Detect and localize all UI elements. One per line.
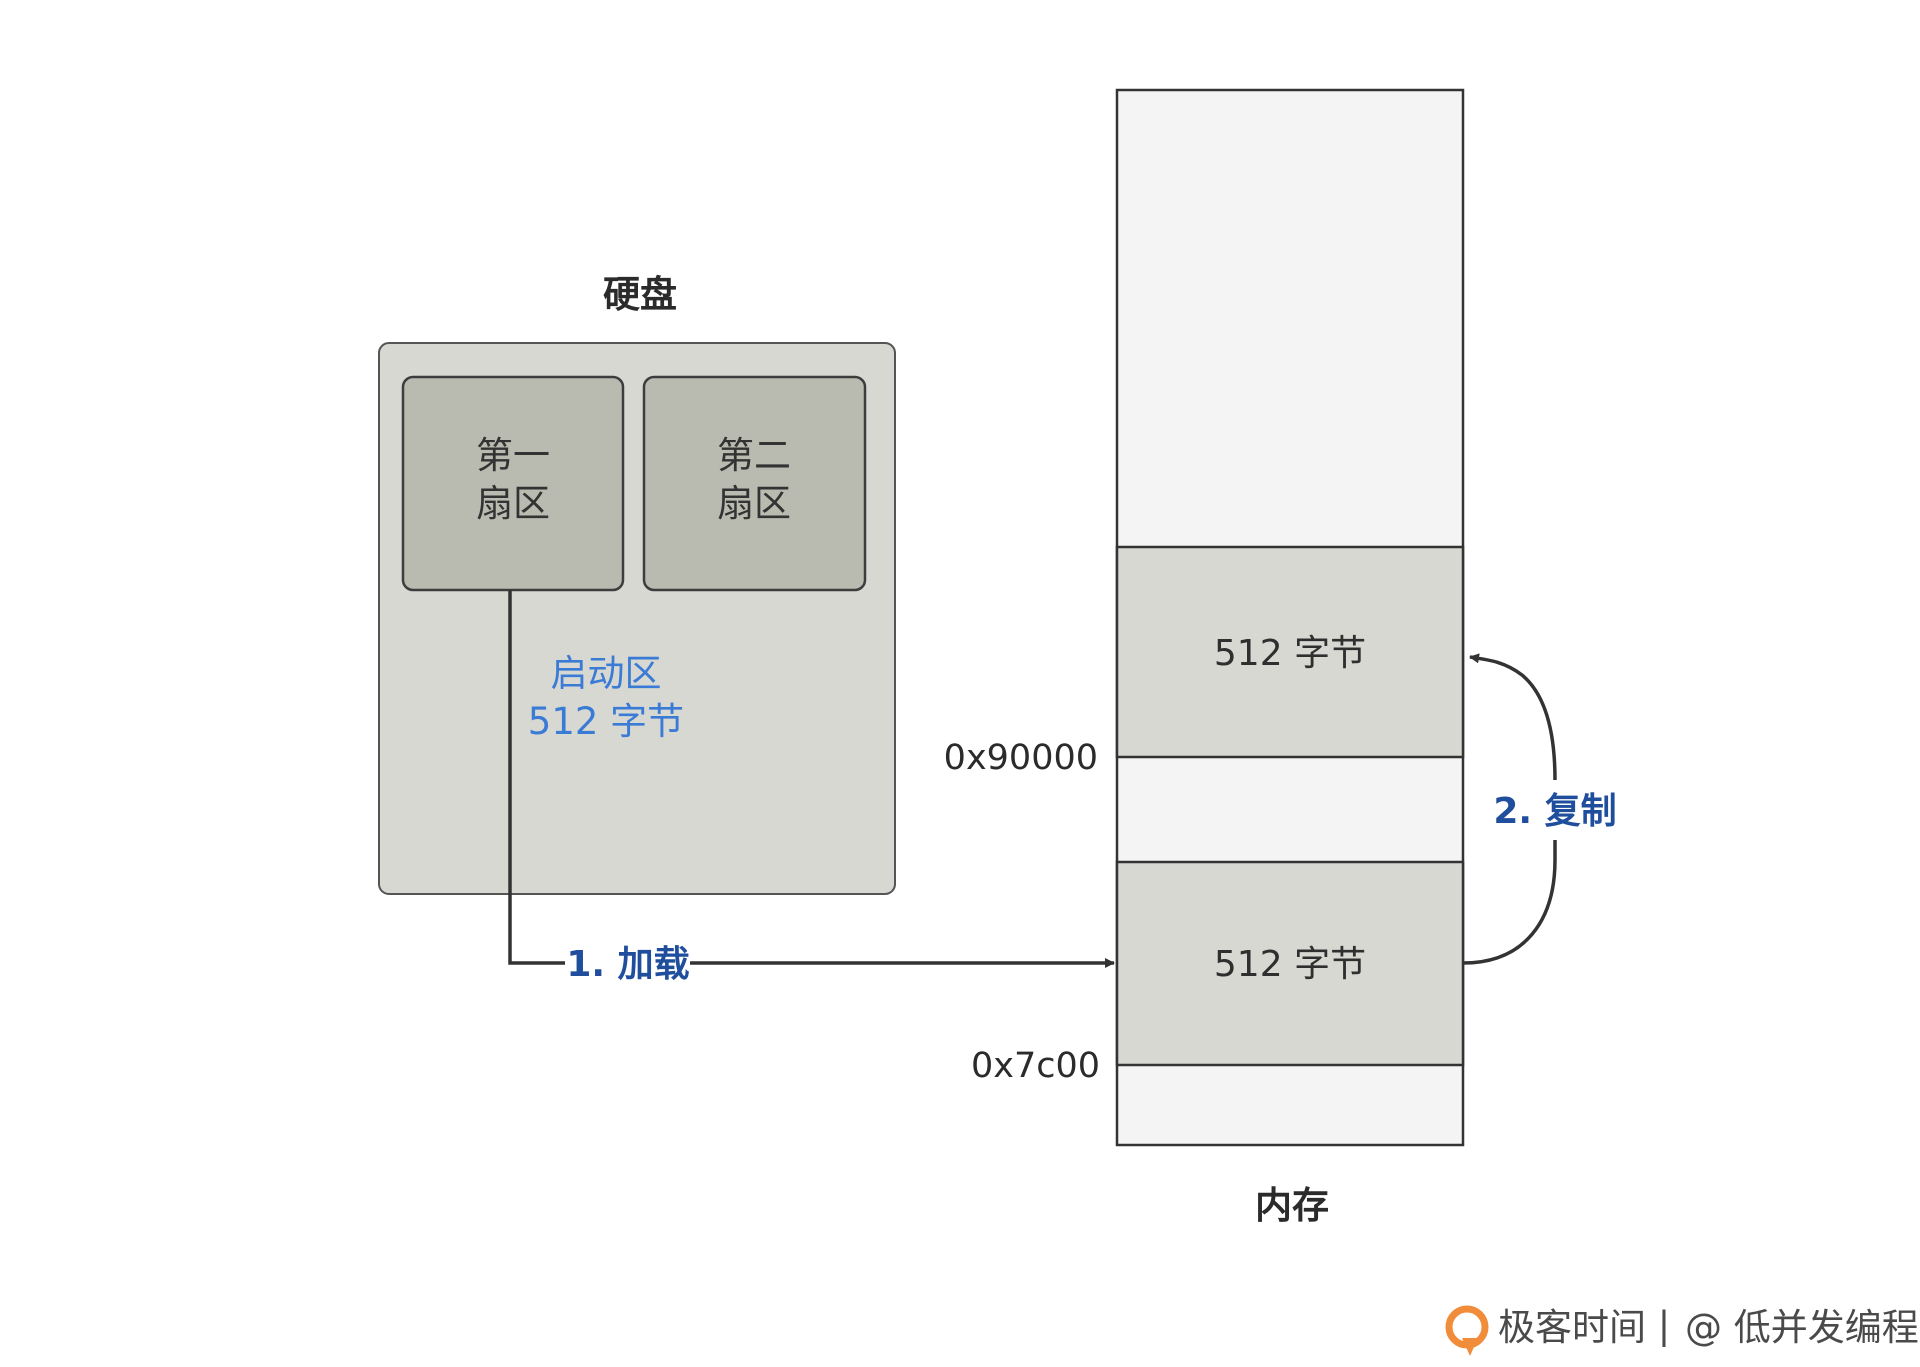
first-sector [401, 375, 625, 592]
address-0x7c00: 0x7c00 [971, 1046, 1100, 1086]
boot-sector-label-line2: 512 字节 [528, 700, 684, 743]
watermark-brand: 极客时间 [1498, 1306, 1646, 1349]
copy-arrow-lower [1462, 840, 1557, 965]
load-arrow-line-start [508, 590, 565, 965]
second-sector-label-line2: 扇区 [717, 482, 791, 525]
memory-lower-block-label: 512 字节 [1214, 944, 1366, 985]
disk-title: 硬盘 [603, 273, 677, 316]
first-sector-label-line2: 扇区 [476, 482, 550, 525]
watermark-author: @ 低并发编程 [1685, 1306, 1919, 1349]
copy-step-label: 2. 复制 [1493, 791, 1616, 832]
address-0x90000: 0x90000 [944, 738, 1098, 778]
load-step-label: 1. 加载 [566, 944, 689, 985]
memory-upper-block-label: 512 字节 [1214, 633, 1366, 674]
geekbang-logo-icon [1445, 1305, 1489, 1356]
memory-upper-block [1115, 545, 1465, 759]
boot-sector-label-line1: 启动区 [551, 652, 662, 695]
memory-title: 内存 [1255, 1184, 1329, 1227]
watermark-separator: | [1658, 1304, 1670, 1347]
second-sector-label-line1: 第二 [717, 434, 791, 477]
memory-lower-block [1115, 860, 1465, 1067]
first-sector-label-line1: 第一 [476, 434, 550, 477]
copy-arrow-upper [1469, 653, 1557, 781]
second-sector [642, 375, 867, 592]
watermark: 极客时间 | @ 低并发编程 [1445, 1304, 1919, 1356]
